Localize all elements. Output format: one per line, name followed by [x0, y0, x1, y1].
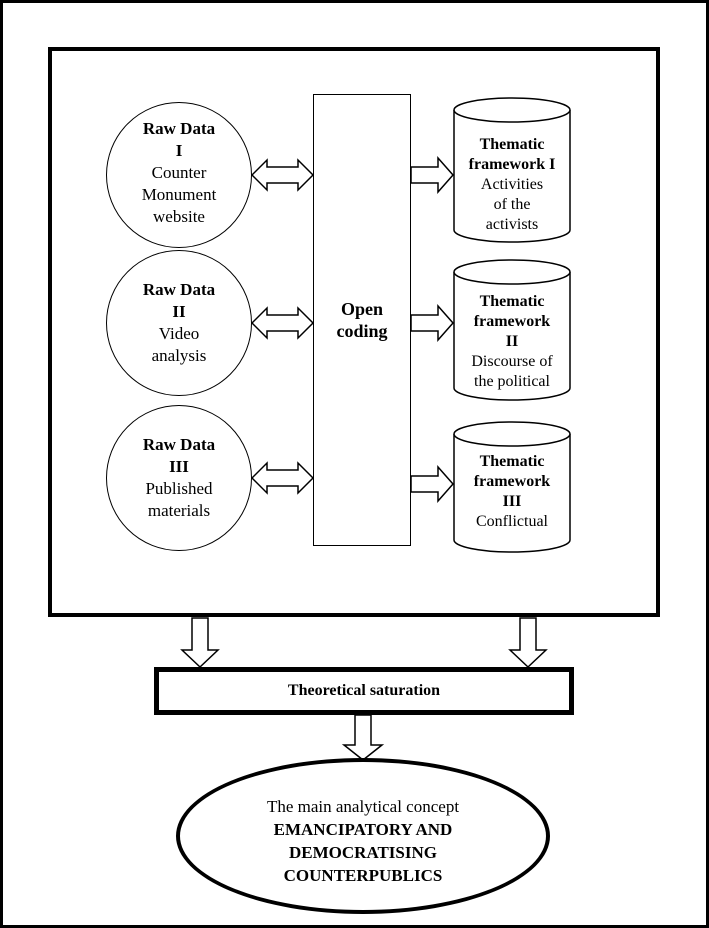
- raw-data-3-numeral: III: [169, 457, 189, 476]
- down-arrow-center: [341, 714, 385, 761]
- framework-3-desc1: Conflictual: [476, 513, 548, 530]
- framework-3-title3: III: [502, 493, 522, 510]
- open-coding-box: [313, 94, 411, 546]
- double-arrow-1: [250, 158, 315, 192]
- double-arrow-2: [250, 306, 315, 340]
- raw-data-1-line3: website: [153, 207, 205, 226]
- raw-data-circle-1: [106, 102, 252, 248]
- framework-1-desc3: activists: [485, 216, 539, 233]
- framework-2-title1: Thematic: [479, 293, 545, 310]
- down-arrow-left: [180, 617, 220, 669]
- theoretical-saturation-label: Theoretical saturation: [287, 682, 441, 699]
- framework-1-desc1: Activities: [480, 176, 544, 193]
- raw-data-circle-3: [106, 405, 252, 551]
- raw-data-1-numeral: I: [175, 141, 183, 160]
- framework-2-title3: II: [505, 333, 519, 350]
- framework-3-title2: framework: [473, 473, 551, 490]
- raw-data-1-line2: Monument: [141, 185, 217, 204]
- main-concept-line3: DEMOCRATISING: [289, 843, 437, 862]
- data-sources-panel: [48, 47, 660, 617]
- raw-data-circle-2: [106, 250, 252, 396]
- framework-2-title2: framework: [473, 313, 551, 330]
- main-concept-line4: COUNTERPUBLICS: [283, 866, 443, 885]
- raw-data-1-line1: Counter: [151, 163, 207, 182]
- main-concept-line2: EMANCIPATORY AND: [273, 820, 453, 839]
- raw-data-3-title: Raw Data: [142, 435, 216, 454]
- double-arrow-3: [250, 461, 315, 495]
- raw-data-1-title: Raw Data: [142, 119, 216, 138]
- framework-1-title1: Thematic: [479, 136, 545, 153]
- raw-data-2-text: Raw Data II Video analysis: [106, 279, 252, 367]
- main-concept-text: The main analytical concept EMANCIPATORY…: [176, 795, 550, 887]
- framework-1-desc2: of the: [493, 196, 531, 213]
- raw-data-2-numeral: II: [172, 302, 186, 321]
- right-arrow-3: [410, 465, 455, 503]
- raw-data-2-line1: Video: [158, 324, 200, 343]
- raw-data-1-text: Raw Data I Counter Monument website: [106, 118, 252, 228]
- right-arrow-2: [410, 304, 455, 342]
- raw-data-3-text: Raw Data III Published materials: [106, 434, 252, 522]
- raw-data-3-line2: materials: [147, 501, 211, 520]
- framework-2-desc2: the political: [474, 373, 550, 390]
- raw-data-2-line2: analysis: [151, 346, 207, 365]
- cylinder-framework-3: [453, 421, 571, 553]
- framework-2-text: Thematic framework II Discourse of the p…: [453, 292, 571, 392]
- down-arrow-right: [508, 617, 548, 669]
- cylinder-framework-1: [453, 97, 571, 243]
- framework-1-title2: framework I: [468, 156, 556, 173]
- open-coding-line2: coding: [336, 321, 388, 341]
- open-coding-label: Open coding: [313, 298, 411, 342]
- theoretical-saturation-box: [154, 667, 574, 715]
- main-concept-line1: The main analytical concept: [266, 797, 460, 816]
- framework-3-text: Thematic framework III Conflictual: [453, 452, 571, 532]
- raw-data-3-line1: Published: [145, 479, 213, 498]
- framework-3-title1: Thematic: [479, 453, 545, 470]
- main-concept-ellipse: [176, 758, 550, 914]
- raw-data-2-title: Raw Data: [142, 280, 216, 299]
- open-coding-line1: Open: [340, 299, 383, 319]
- cylinder-framework-2: [453, 259, 571, 401]
- framework-1-text: Thematic framework I Activities of the a…: [453, 135, 571, 235]
- right-arrow-1: [410, 156, 455, 194]
- framework-2-desc1: Discourse of: [471, 353, 553, 370]
